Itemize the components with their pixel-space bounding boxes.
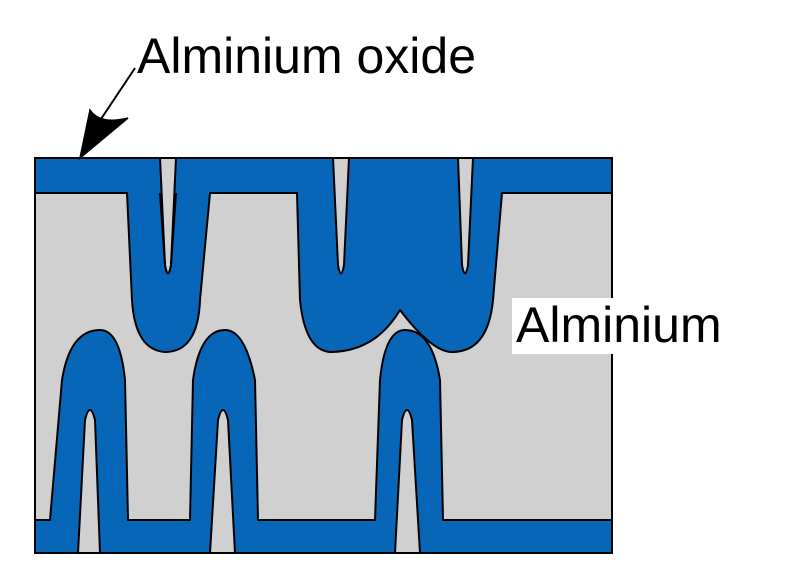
aluminium-label: Alminium [512, 298, 726, 354]
aluminium-oxide-label: Alminium oxide [137, 28, 477, 84]
bottom-oxide-layer [34, 329, 613, 554]
oxide-pointer-arrowhead [78, 108, 129, 160]
top-oxide-layer [34, 157, 613, 353]
top-pore-tip-1 [159, 192, 177, 275]
